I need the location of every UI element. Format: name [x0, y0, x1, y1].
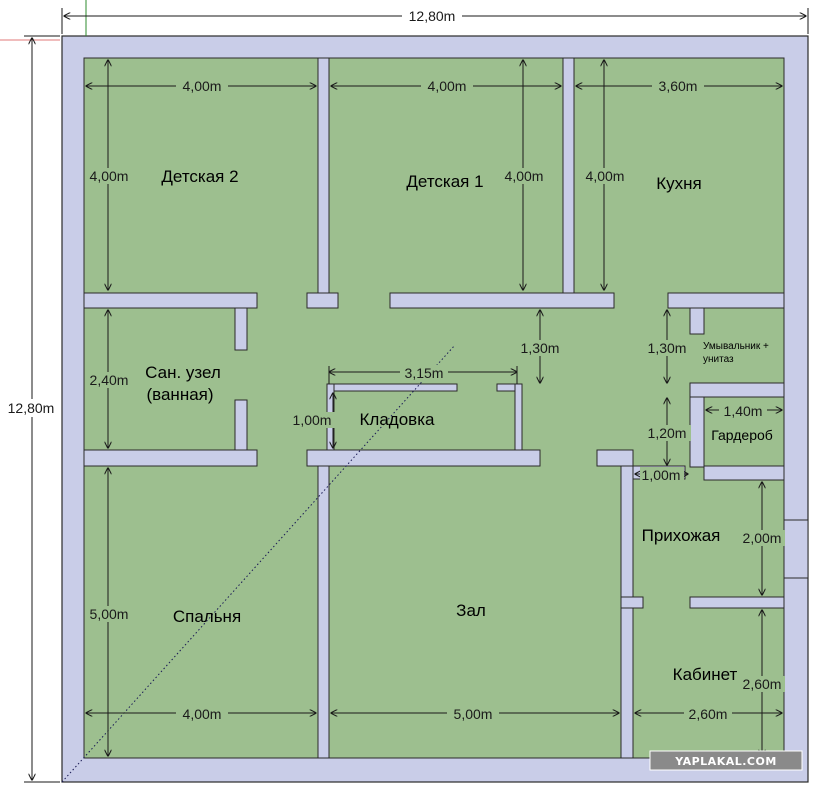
room-label-storage: Кладовка [360, 410, 435, 429]
dim-kids1-width: 4,00m [428, 78, 467, 94]
wall-v-living-hall-nub [620, 596, 644, 609]
room-label-bedroom: Спальня [173, 607, 241, 626]
wall-h-top-mid-stub [306, 292, 339, 309]
dim-small-width: 1,00m [642, 467, 681, 483]
dim-bedroom-height: 5,00m [90, 606, 129, 622]
wall-v-2 [562, 57, 575, 295]
watermark: YAPLAKAL.COM [674, 755, 777, 768]
wall-hall-office [689, 596, 785, 609]
room-label-wardrobe: Гардероб [711, 427, 773, 443]
room-label-toilet-1: Умывальник + [703, 341, 769, 352]
dim-storage-height: 1,00m [293, 412, 332, 428]
dim-overall-width: 12,80m [409, 8, 456, 24]
dim-overall-height: 12,80m [8, 400, 55, 416]
room-label-toilet-2: унитаз [703, 354, 734, 365]
room-label-kitchen: Кухня [656, 174, 702, 193]
wall-toilet-left [689, 307, 705, 335]
wall-v-bed-living [317, 465, 330, 759]
wall-storage-right [514, 383, 523, 451]
wall-h-top-far [667, 292, 785, 309]
dim-storage-width: 3,15m [405, 365, 444, 381]
dim-office-width: 2,60m [689, 706, 728, 722]
room-label-bath-1: Сан. узел [145, 363, 221, 382]
wall-storage-top [326, 383, 458, 392]
wall-h-mid-right [596, 449, 634, 467]
interior-floor [83, 57, 785, 759]
wall-wardrobe-left [689, 396, 705, 468]
wall-bath-right [234, 307, 248, 351]
wall-h-mid-center [306, 449, 541, 467]
room-label-living: Зал [456, 601, 486, 620]
wall-h-top-left [83, 292, 258, 309]
dim-kitchen-width: 3,60m [659, 78, 698, 94]
watermark-bg [649, 750, 803, 771]
dim-wardrobe-height: 1,20m [648, 425, 687, 441]
wall-bath-right-low [234, 399, 248, 451]
dim-kids2-width: 4,00m [183, 78, 222, 94]
dim-kids1-height: 4,00m [505, 168, 544, 184]
room-label-office: Кабинет [673, 665, 738, 684]
wall-v-living-hall [620, 465, 634, 759]
dim-wardrobe-width: 1,40m [724, 403, 763, 419]
dim-corridor-height-1: 1,30m [521, 340, 560, 356]
room-label-kids2: Детская 2 [161, 167, 238, 186]
dim-kids2-height: 4,00m [90, 168, 129, 184]
wall-toilet-bottom [689, 382, 785, 398]
room-label-bath-2: (ванная) [146, 385, 213, 404]
room-label-hall: Прихожая [642, 526, 721, 545]
dim-living-width: 5,00m [454, 706, 493, 722]
dim-hall-height: 2,00m [743, 530, 782, 546]
dim-corridor-height-2: 1,30m [648, 340, 687, 356]
dim-office-height: 2,60m [743, 676, 782, 692]
wall-wardrobe-bottom [703, 465, 785, 481]
wall-v-1 [317, 57, 330, 295]
front-door [783, 519, 809, 579]
room-label-kids1: Детская 1 [406, 172, 483, 191]
wall-h-top-right [389, 292, 615, 309]
dim-bath-height: 2,40m [90, 372, 129, 388]
dim-bedroom-width: 4,00m [183, 706, 222, 722]
wall-h-mid-left [83, 449, 258, 467]
dim-kitchen-height: 4,00m [586, 168, 625, 184]
